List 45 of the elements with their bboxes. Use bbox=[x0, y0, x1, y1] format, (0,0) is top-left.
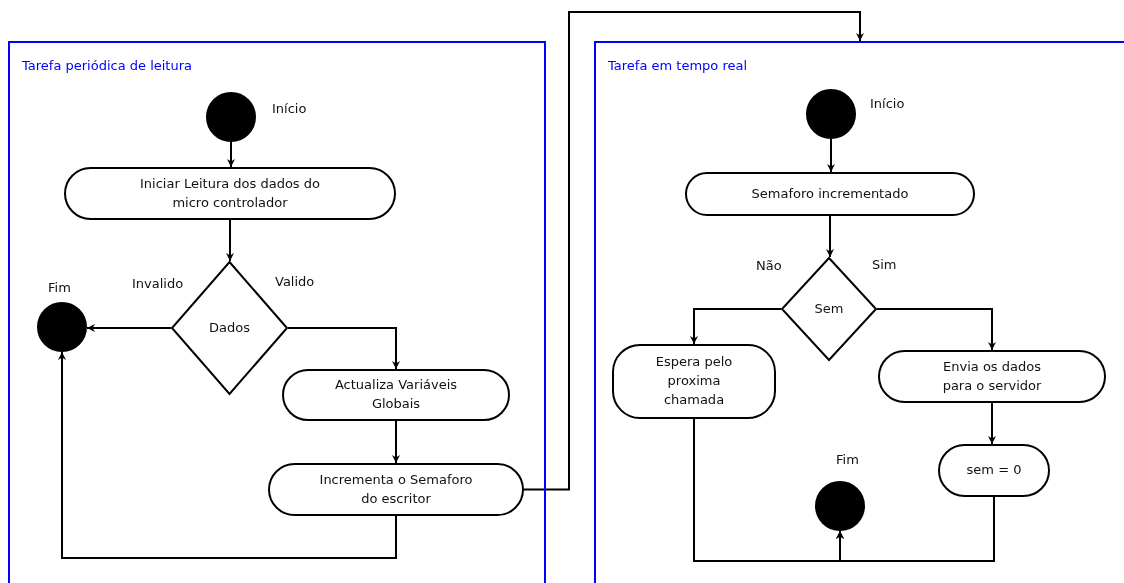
terminal-node bbox=[206, 92, 256, 142]
node-label: Dados bbox=[209, 318, 250, 337]
edge-label: Valido bbox=[273, 274, 317, 289]
arrow bbox=[836, 496, 995, 562]
action-box bbox=[64, 167, 396, 220]
arrow bbox=[826, 215, 834, 258]
action-box bbox=[268, 463, 524, 516]
arrow bbox=[827, 138, 835, 173]
arrow bbox=[287, 327, 400, 370]
node-label: Semaforo incrementado bbox=[751, 184, 909, 203]
node-caption: Início bbox=[272, 101, 307, 116]
arrow bbox=[392, 420, 400, 464]
swimlane-title: Tarefa em tempo real bbox=[608, 58, 747, 73]
swimlane-title: Tarefa periódica de leitura bbox=[22, 58, 192, 73]
terminal-node bbox=[806, 89, 856, 139]
node-label: Espera pelo proxima chamada bbox=[654, 353, 734, 409]
arrow bbox=[876, 308, 996, 351]
edge-label: Não bbox=[754, 258, 784, 273]
node-label: Actualiza Variáveis Globais bbox=[333, 376, 459, 413]
edge-label: Sim bbox=[870, 257, 899, 272]
action-box bbox=[878, 350, 1106, 403]
terminal-node bbox=[815, 481, 865, 531]
node-caption: Fim bbox=[836, 452, 859, 467]
arrow bbox=[227, 141, 235, 168]
action-box bbox=[282, 369, 510, 421]
node-label: sem = 0 bbox=[966, 461, 1022, 480]
action-box bbox=[612, 344, 776, 419]
node-caption: Início bbox=[870, 96, 905, 111]
edge-label: Invalido bbox=[130, 276, 186, 291]
swimlane-frame bbox=[8, 41, 546, 583]
arrow bbox=[226, 219, 234, 262]
swimlane-frame bbox=[594, 41, 1124, 583]
arrow bbox=[523, 11, 864, 491]
action-box bbox=[938, 444, 1050, 497]
arrow bbox=[86, 324, 172, 332]
node-caption: Fim bbox=[48, 280, 71, 295]
arrow bbox=[988, 402, 996, 445]
node-label: Envia os dados para o servidor bbox=[941, 357, 1043, 395]
arrow bbox=[58, 351, 397, 559]
node-label: Sem bbox=[814, 299, 844, 318]
node-label: Incrementa o Semaforo do escritor bbox=[318, 470, 474, 508]
arrow bbox=[690, 308, 782, 345]
terminal-node bbox=[37, 302, 87, 352]
action-box bbox=[685, 172, 975, 216]
node-label: Iniciar Leitura dos dados do micro controlador bbox=[139, 174, 321, 212]
